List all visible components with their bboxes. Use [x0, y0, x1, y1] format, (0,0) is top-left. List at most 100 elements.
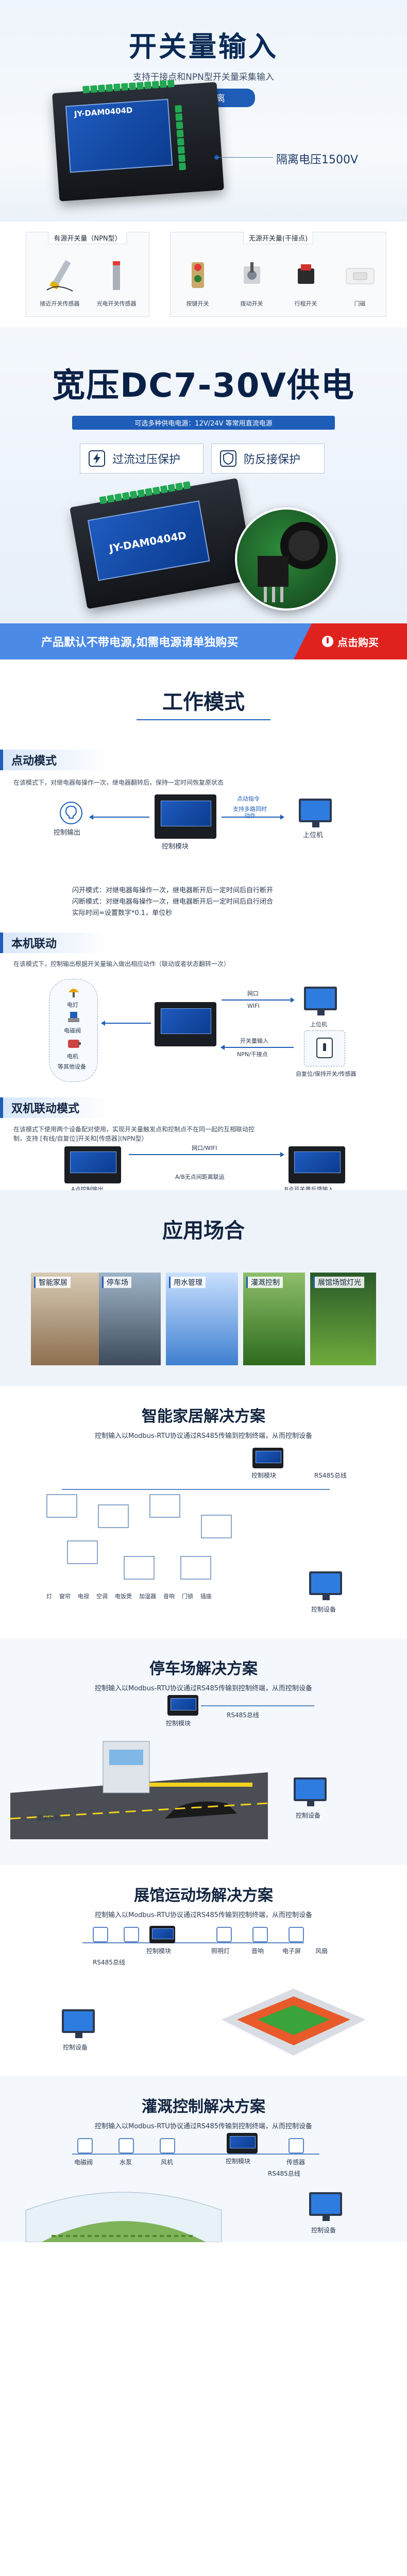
- smart-home-room-3: [149, 1494, 180, 1518]
- scene-smart-home-label: 智能家居: [34, 1277, 71, 1288]
- travel-switch-label: 行程开关: [294, 300, 317, 307]
- smart-home-solution-subtitle: 控制输入以Modbus-RTU协议通过RS485传输到控制终端，从而控制设备: [94, 1432, 313, 1440]
- buy-button-label: 点击购买: [337, 636, 379, 649]
- smart-home-room-2: [98, 1504, 129, 1528]
- hand-pointer-icon: [322, 636, 333, 647]
- irrigation-module: [227, 2133, 258, 2154]
- work-modes-section: 工作模式 点动模式 在该模式下，对继电器每操作一次，继电器翻转后，保持一定时间恢…: [0, 659, 407, 1193]
- irrigation-control-label: 控制设备: [311, 2227, 336, 2234]
- dual-module-b-image: [289, 1146, 345, 1183]
- linkage-mode-desc: 在该模式下，控制输出根据开关量输入做出相应动作（联动或者状态翻转一次）: [13, 960, 230, 968]
- power-device-model-label: JY-DAM0404D: [108, 529, 188, 555]
- smart-home-room-4: [201, 1515, 232, 1538]
- device-label-light: 灯: [46, 1593, 52, 1600]
- reverse-protection-label: 防反接保护: [244, 453, 301, 466]
- npn-sensor-box: 有源开关量（NPN型） 接近开关传感器 光电开关传感器: [26, 232, 149, 317]
- venue-node-4: [252, 1927, 268, 1942]
- hand-press-icon: [316, 1038, 333, 1058]
- dual-mode-desc: 在该模式下使用两个设备配对使用，实现开关量触发点和控制点不在同一起的互相联动控制…: [13, 1126, 255, 1142]
- device-label-tv: 电视: [78, 1593, 89, 1600]
- linkage-arrow-to-pc: [222, 997, 295, 1003]
- linkage-wifi-label: WIFI: [247, 1003, 260, 1009]
- sensor-types-section: 有源开关量（NPN型） 接近开关传感器 光电开关传感器 无源开关量(干接点): [0, 222, 407, 327]
- pcb-zoom-circle: [235, 507, 338, 611]
- jog-pc-label: 上位机: [303, 832, 324, 839]
- device-model-label: JY-DAM0404D: [74, 105, 133, 119]
- work-modes-underline: [137, 719, 270, 720]
- jog-control-module-label: 控制模块: [162, 843, 189, 851]
- push-button-switch: 按键开关: [171, 257, 225, 308]
- jog-mode-tag: 点动模式: [0, 750, 108, 770]
- venue-node-5: [289, 1927, 304, 1942]
- parking-gate-scene: [10, 1741, 268, 1839]
- jog-arrow-right: [222, 815, 284, 820]
- smart-home-control-label: 控制设备: [311, 1606, 336, 1613]
- irrigation-solution-subtitle: 控制输入以Modbus-RTU协议通过RS485传输到控制终端，从而控制设备: [94, 2123, 313, 2130]
- scene-venue-lighting-label: 展馆场馆灯光: [313, 1277, 364, 1288]
- proximity-sensor-icon: [46, 260, 73, 292]
- switch-input-title: 开关量输入: [129, 30, 278, 63]
- dual-mode-tag: 双机联动模式: [0, 1097, 108, 1118]
- toggle-switch: 拨动开关: [225, 257, 279, 308]
- smart-home-module: [252, 1448, 283, 1468]
- smart-home-control-monitor: [309, 1571, 342, 1600]
- product-page: 开关量输入 支持干接点和NPN型开关量采集输入 光耦隔离 JY-DAM0404D…: [0, 0, 407, 2242]
- irrigation-module-label: 控制模块: [226, 2158, 251, 2165]
- buy-button[interactable]: 点击购买: [294, 623, 407, 659]
- applications-heading: 应用场合: [162, 1219, 245, 1243]
- linkage-pc-label: 上位机: [310, 1021, 327, 1028]
- push-button-icon: [191, 262, 204, 288]
- motor-icon: [68, 1040, 81, 1048]
- parking-gate-label: 道闸控制: [36, 1815, 61, 1822]
- toggle-switch-label: 拨动开关: [240, 300, 263, 307]
- venue-fan-label: 风扇: [315, 1947, 328, 1955]
- switch-input-subtitle: 支持干接点和NPN型开关量采集输入: [133, 72, 274, 82]
- applications-section: 应用场合 智能家居 停车场 用水管理 灌溉控制 展馆场馆灯光: [0, 1190, 407, 1386]
- scene-irrigation-label: 灌溉控制: [246, 1277, 283, 1288]
- device-label-curtain: 窗帘: [59, 1593, 71, 1600]
- venue-speaker-label: 音响: [251, 1947, 264, 1955]
- parking-module-label: 控制模块: [166, 1720, 191, 1727]
- toggle-switch-icon: [243, 262, 260, 284]
- travel-switch-icon: [297, 264, 314, 284]
- work-modes-heading: 工作模式: [162, 690, 245, 714]
- scene-water-management: 用水管理: [166, 1273, 238, 1365]
- venue-bus-line: [82, 1942, 304, 1943]
- irrigation-node-fan: [160, 2138, 175, 2154]
- linkage-arrow-from-switch: [222, 1047, 294, 1048]
- flash-open-note: 闪开模式：对继电器每操作一次，继电器断开后一定时间后自行断开: [72, 887, 274, 894]
- jog-control-output-label: 控制输出: [54, 829, 81, 837]
- power-terminal-block: [99, 481, 191, 504]
- irrigation-fan-label: 风机: [161, 2159, 174, 2166]
- irrigation-sensor-label: 传感器: [286, 2159, 306, 2166]
- linkage-net-label: 网口: [247, 990, 259, 997]
- photoelectric-sensor-icon: [113, 261, 120, 290]
- venue-node-2: [124, 1927, 139, 1942]
- power-device-face: JY-DAM0404D: [87, 500, 210, 581]
- jog-command-label: 点动指令: [237, 795, 260, 802]
- door-magnet: 门磁: [333, 257, 387, 308]
- proximity-sensor: 接近开关传感器: [31, 257, 88, 308]
- dual-middle-label: A/B无点间距离联运: [175, 1174, 225, 1180]
- smart-home-solution: 智能家居解决方案 控制输入以Modbus-RTU协议通过RS485传输到控制终端…: [0, 1386, 407, 1638]
- smart-home-solution-heading: 智能家居解决方案: [142, 1408, 265, 1426]
- lamp-icon: [69, 989, 79, 997]
- venue-solution: 展馆运动场解决方案 控制输入以Modbus-RTU协议通过RS485传输到控制终…: [0, 1865, 407, 2076]
- irrigation-bus-line: [72, 2154, 319, 2155]
- linkage-switch-box: [304, 1030, 345, 1066]
- linkage-pc-monitor-icon: [304, 987, 337, 1015]
- smart-home-rs485-label: RS485总线: [314, 1472, 347, 1479]
- greenhouse-illustration: [25, 2192, 222, 2242]
- dry-contact-box: 无源开关量(干接点) 按键开关 拨动开关: [170, 232, 386, 317]
- venue-rs485-label: RS485总线: [93, 1959, 125, 1966]
- irrigation-node-pump: [118, 2138, 134, 2154]
- irrigation-control-monitor: [309, 2192, 342, 2221]
- scene-venue-lighting: 展馆场馆灯光: [310, 1273, 376, 1365]
- smart-home-room-5: [67, 1540, 98, 1564]
- parking-module: [167, 1695, 198, 1716]
- smart-home-room-7: [180, 1556, 211, 1580]
- dual-net-label: 网口/WIFI: [192, 1145, 217, 1151]
- photoelectric-sensor: 光电开关传感器: [88, 257, 145, 308]
- venue-control-label: 控制设备: [63, 2044, 88, 2051]
- lamp-label: 电灯: [67, 1002, 78, 1008]
